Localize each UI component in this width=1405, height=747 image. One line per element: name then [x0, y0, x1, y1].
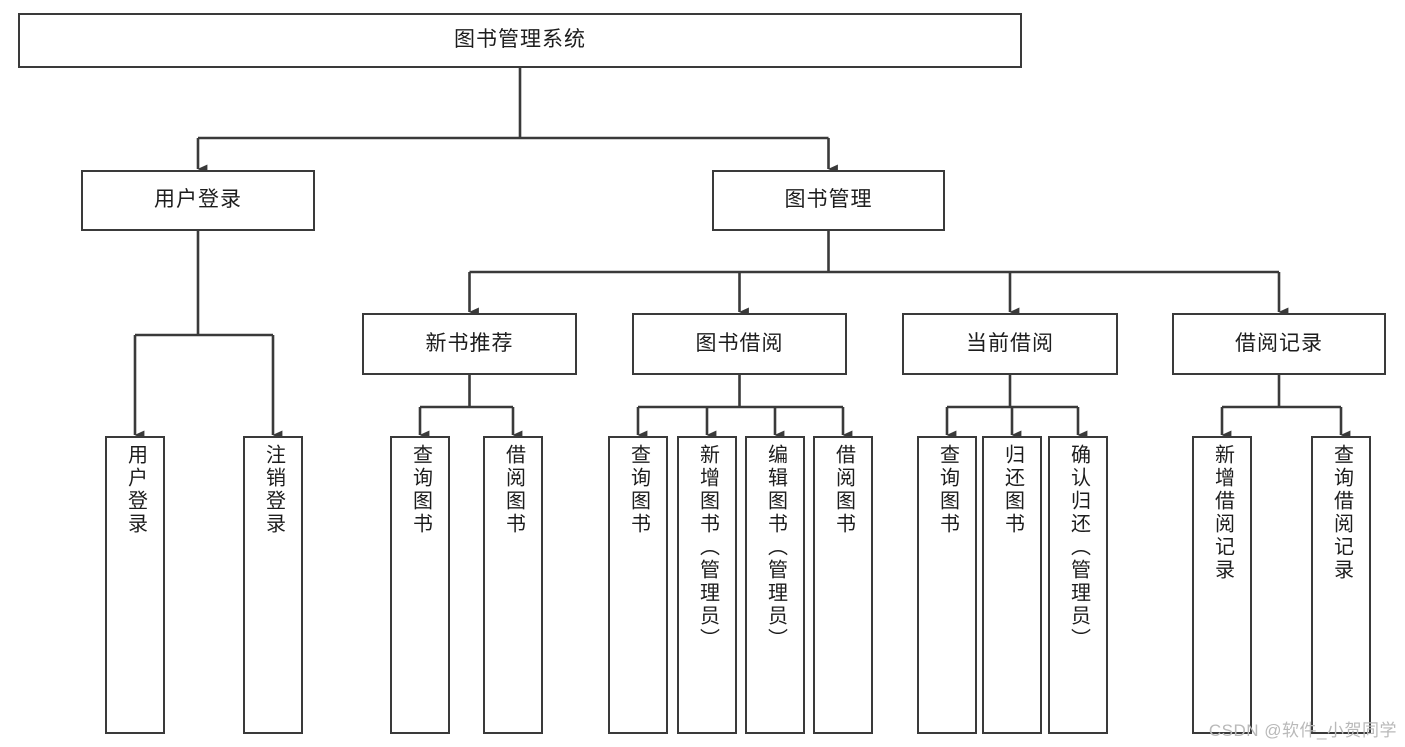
node-label: 注销登录 — [262, 444, 285, 536]
node-leaf-cur-return[interactable]: 归还图书 — [982, 436, 1042, 734]
node-label: 图书管理 — [784, 188, 873, 212]
node-leaf-bor-lend[interactable]: 借阅图书 — [813, 436, 873, 734]
node-newbook[interactable]: 新书推荐 — [362, 313, 577, 375]
node-label: 当前借阅 — [966, 331, 1054, 355]
node-label: 用户登录 — [154, 188, 242, 212]
node-label: 归还图书 — [1001, 444, 1024, 536]
node-label: 图书借阅 — [695, 331, 784, 355]
node-leaf-rec-query[interactable]: 查询借阅记录 — [1311, 436, 1371, 734]
node-label: 新增图书（管理员） — [696, 444, 719, 651]
node-label: 查询图书 — [409, 444, 432, 536]
node-label: 图书管理系统 — [454, 28, 586, 52]
node-label: 编辑图书（管理员） — [764, 444, 787, 651]
node-leaf-bor-edit[interactable]: 编辑图书（管理员） — [745, 436, 805, 734]
node-bookmgmt[interactable]: 图书管理 — [712, 170, 945, 231]
node-root[interactable]: 图书管理系统 — [18, 13, 1022, 68]
node-label: 借阅图书 — [832, 444, 855, 536]
node-leaf-rec-add[interactable]: 新增借阅记录 — [1192, 436, 1252, 734]
node-leaf-new-borrow[interactable]: 借阅图书 — [483, 436, 543, 734]
node-leaf-user-login[interactable]: 用户登录 — [105, 436, 165, 734]
node-label: 借阅记录 — [1235, 331, 1323, 355]
node-label: 查询图书 — [936, 444, 959, 536]
node-leaf-user-logout[interactable]: 注销登录 — [243, 436, 303, 734]
node-records[interactable]: 借阅记录 — [1172, 313, 1386, 375]
node-label: 查询借阅记录 — [1330, 444, 1353, 582]
node-label: 用户登录 — [124, 444, 147, 536]
node-borrow[interactable]: 图书借阅 — [632, 313, 847, 375]
node-leaf-cur-confirm[interactable]: 确认归还（管理员） — [1048, 436, 1108, 734]
node-label: 借阅图书 — [502, 444, 525, 536]
node-label: 确认归还（管理员） — [1067, 444, 1090, 651]
node-leaf-new-query[interactable]: 查询图书 — [390, 436, 450, 734]
node-leaf-cur-query[interactable]: 查询图书 — [917, 436, 977, 734]
node-label: 新书推荐 — [425, 331, 514, 355]
node-label: 查询图书 — [627, 444, 650, 536]
node-current[interactable]: 当前借阅 — [902, 313, 1118, 375]
node-leaf-bor-add[interactable]: 新增图书（管理员） — [677, 436, 737, 734]
node-label: 新增借阅记录 — [1211, 444, 1234, 582]
node-leaf-bor-query[interactable]: 查询图书 — [608, 436, 668, 734]
node-login[interactable]: 用户登录 — [81, 170, 315, 231]
